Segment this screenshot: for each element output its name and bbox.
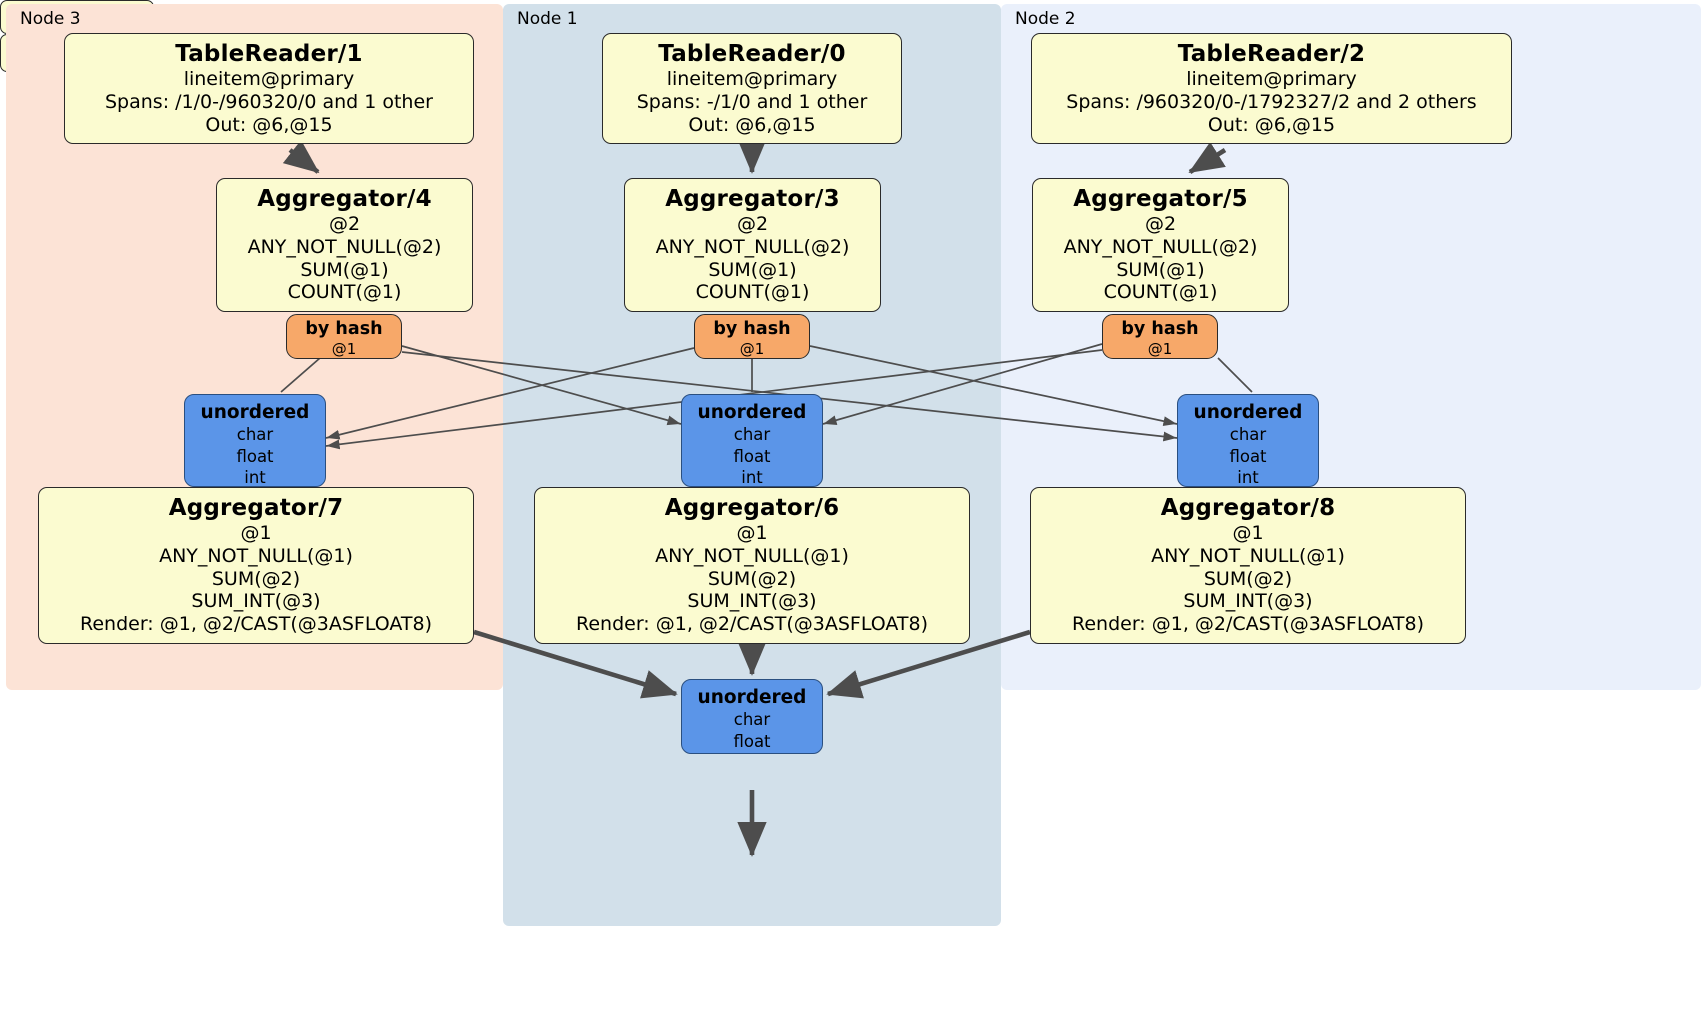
- aggregator-5-line-0: @2: [1144, 213, 1177, 236]
- processor-aggregator-5[interactable]: Aggregator/5 @2 ANY_NOT_NULL(@2) SUM(@1)…: [1032, 178, 1289, 313]
- tablereader-2-line-2: Out: @6,@15: [1207, 113, 1336, 136]
- sync-9-line-0: char: [733, 710, 771, 730]
- aggregator-8-line-3: SUM_INT(@3): [1183, 590, 1313, 613]
- processor-aggregator-4[interactable]: Aggregator/4 @2 ANY_NOT_NULL(@2) SUM(@1)…: [216, 178, 473, 313]
- tablereader-2-title: TableReader/2: [1177, 41, 1366, 67]
- aggregator-3-line-3: COUNT(@1): [695, 281, 810, 304]
- aggregator-6-title: Aggregator/6: [664, 495, 840, 521]
- aggregator-4-line-3: COUNT(@1): [287, 281, 402, 304]
- sync-6-line-2: int: [741, 468, 763, 487]
- aggregator-6-line-3: SUM_INT(@3): [687, 590, 817, 613]
- tablereader-2-line-0: lineitem@primary: [1186, 68, 1357, 91]
- cluster-label-node-2: Node 2: [1015, 9, 1076, 29]
- aggregator-5-title: Aggregator/5: [1073, 186, 1248, 212]
- router-5-title: by hash: [1121, 319, 1199, 339]
- sync-7-line-2: int: [244, 468, 266, 487]
- aggregator-3-line-1: ANY_NOT_NULL(@2): [655, 235, 850, 258]
- processor-aggregator-3[interactable]: Aggregator/3 @2 ANY_NOT_NULL(@2) SUM(@1)…: [624, 178, 881, 313]
- router-3-line-0: @1: [739, 340, 765, 358]
- aggregator-7-line-3: SUM_INT(@3): [191, 590, 321, 613]
- aggregator-4-line-0: @2: [328, 213, 361, 236]
- tablereader-0-title: TableReader/0: [658, 41, 846, 67]
- aggregator-7-line-2: SUM(@2): [211, 567, 301, 590]
- aggregator-5-line-3: COUNT(@1): [1103, 281, 1218, 304]
- sync-6-title: unordered: [697, 402, 807, 423]
- sync-6-line-1: float: [733, 446, 771, 466]
- cluster-label-node-3: Node 3: [20, 9, 81, 29]
- tablereader-0-line-1: Spans: -/1/0 and 1 other: [636, 90, 868, 113]
- tablereader-0-line-0: lineitem@primary: [666, 68, 838, 91]
- aggregator-4-title: Aggregator/4: [257, 186, 432, 212]
- aggregator-3-title: Aggregator/3: [665, 186, 840, 212]
- sync-9-line-1: float: [733, 731, 771, 751]
- router-5-line-0: @1: [1147, 340, 1173, 358]
- router-3-title: by hash: [713, 319, 791, 339]
- aggregator-7-title: Aggregator/7: [168, 495, 344, 521]
- aggregator-8-line-4: Render: @1, @2/CAST(@3ASFLOAT8): [1072, 613, 1424, 636]
- router-by-hash-4[interactable]: by hash @1: [286, 314, 402, 359]
- sync-7-line-0: char: [236, 425, 274, 445]
- sync-6-line-0: char: [733, 425, 771, 445]
- synchronizer-unordered-7[interactable]: unordered char float int: [184, 394, 326, 487]
- aggregator-4-line-2: SUM(@1): [300, 258, 389, 281]
- sync-7-title: unordered: [200, 402, 310, 423]
- sync-8-title: unordered: [1193, 402, 1303, 423]
- sync-8-line-0: char: [1229, 425, 1267, 445]
- aggregator-6-line-2: SUM(@2): [707, 567, 797, 590]
- synchronizer-unordered-8[interactable]: unordered char float int: [1177, 394, 1319, 487]
- aggregator-4-line-1: ANY_NOT_NULL(@2): [247, 235, 442, 258]
- synchronizer-unordered-9[interactable]: unordered char float: [681, 679, 823, 754]
- aggregator-8-line-1: ANY_NOT_NULL(@1): [1151, 544, 1345, 567]
- sync-8-line-2: int: [1237, 468, 1259, 487]
- aggregator-5-line-1: ANY_NOT_NULL(@2): [1063, 235, 1258, 258]
- aggregator-6-line-1: ANY_NOT_NULL(@1): [655, 544, 849, 567]
- tablereader-1-line-0: lineitem@primary: [183, 68, 355, 91]
- aggregator-5-line-2: SUM(@1): [1116, 258, 1205, 281]
- sync-9-title: unordered: [697, 687, 807, 708]
- aggregator-7-line-4: Render: @1, @2/CAST(@3ASFLOAT8): [80, 613, 432, 636]
- aggregator-8-title: Aggregator/8: [1160, 495, 1336, 521]
- aggregator-7-line-0: @1: [240, 522, 272, 545]
- sync-7-line-1: float: [236, 446, 274, 466]
- router-by-hash-3[interactable]: by hash @1: [694, 314, 810, 359]
- tablereader-1-title: TableReader/1: [175, 41, 363, 67]
- tablereader-1-line-2: Out: @6,@15: [205, 113, 333, 136]
- sync-8-line-1: float: [1229, 446, 1267, 466]
- processor-aggregator-8[interactable]: Aggregator/8 @1 ANY_NOT_NULL(@1) SUM(@2)…: [1030, 487, 1466, 645]
- aggregator-8-line-2: SUM(@2): [1203, 567, 1293, 590]
- synchronizer-unordered-6[interactable]: unordered char float int: [681, 394, 823, 487]
- tablereader-1-line-1: Spans: /1/0-/960320/0 and 1 other: [105, 90, 433, 113]
- tablereader-2-line-1: Spans: /960320/0-/1792327/2 and 2 others: [1066, 90, 1477, 113]
- processor-aggregator-7[interactable]: Aggregator/7 @1 ANY_NOT_NULL(@1) SUM(@2)…: [38, 487, 474, 645]
- aggregator-6-line-4: Render: @1, @2/CAST(@3ASFLOAT8): [576, 613, 928, 636]
- aggregator-8-line-0: @1: [1232, 522, 1264, 545]
- processor-aggregator-6[interactable]: Aggregator/6 @1 ANY_NOT_NULL(@1) SUM(@2)…: [534, 487, 970, 645]
- router-4-title: by hash: [305, 319, 383, 339]
- router-4-line-0: @1: [331, 340, 357, 358]
- processor-tablereader-2[interactable]: TableReader/2 lineitem@primary Spans: /9…: [1031, 33, 1512, 145]
- processor-tablereader-1[interactable]: TableReader/1 lineitem@primary Spans: /1…: [64, 33, 474, 145]
- aggregator-7-line-1: ANY_NOT_NULL(@1): [159, 544, 353, 567]
- processor-tablereader-0[interactable]: TableReader/0 lineitem@primary Spans: -/…: [602, 33, 902, 145]
- router-by-hash-5[interactable]: by hash @1: [1102, 314, 1218, 359]
- aggregator-6-line-0: @1: [736, 522, 768, 545]
- cluster-label-node-1: Node 1: [517, 9, 578, 29]
- tablereader-0-line-2: Out: @6,@15: [688, 113, 816, 136]
- aggregator-3-line-2: SUM(@1): [708, 258, 797, 281]
- aggregator-3-line-0: @2: [736, 213, 769, 236]
